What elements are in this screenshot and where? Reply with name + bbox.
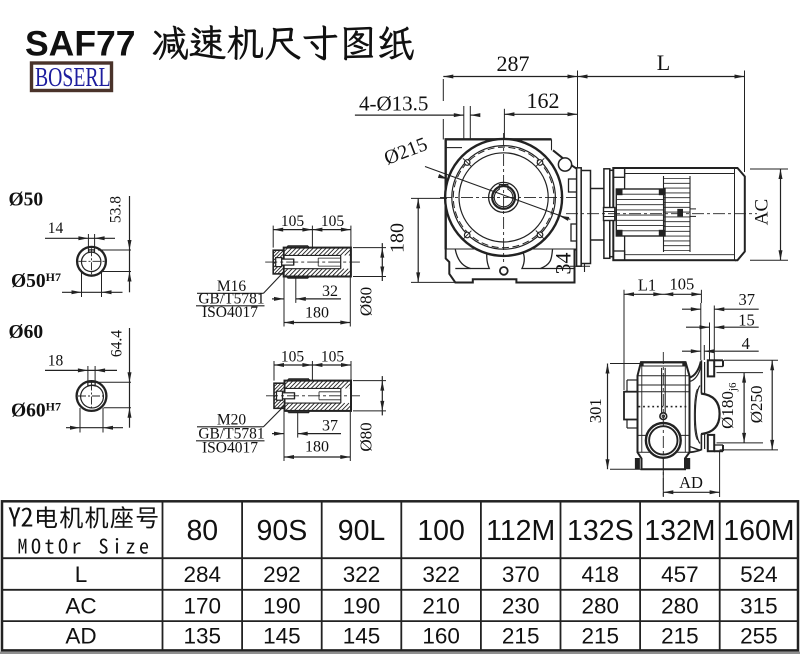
svg-text:292: 292 [263, 562, 301, 587]
svg-text:37: 37 [739, 290, 756, 309]
svg-text:34: 34 [551, 253, 576, 275]
svg-text:105: 105 [281, 213, 305, 230]
svg-text:GB/T5781: GB/T5781 [198, 291, 264, 308]
svg-text:132M: 132M [644, 515, 715, 547]
svg-text:132S: 132S [567, 515, 634, 547]
svg-text:322: 322 [422, 562, 460, 587]
svg-text:64.4: 64.4 [109, 330, 126, 357]
svg-text:L: L [75, 562, 88, 587]
svg-text:135: 135 [184, 624, 222, 649]
svg-text:322: 322 [343, 562, 381, 587]
svg-text:Ø80: Ø80 [357, 287, 376, 316]
svg-text:215: 215 [502, 624, 540, 649]
svg-text:SAF77: SAF77 [25, 24, 136, 64]
svg-text:AC: AC [65, 593, 96, 618]
svg-text:L: L [657, 50, 670, 75]
svg-text:M20: M20 [217, 412, 247, 429]
svg-text:37: 37 [322, 418, 338, 435]
svg-text:315: 315 [740, 593, 778, 618]
svg-text:90S: 90S [257, 515, 308, 547]
svg-text:160M: 160M [723, 515, 794, 547]
svg-text:M16: M16 [217, 278, 247, 295]
svg-text:90L: 90L [338, 515, 386, 547]
svg-text:180: 180 [305, 305, 329, 322]
svg-text:80: 80 [186, 515, 218, 547]
svg-text:190: 190 [263, 593, 301, 618]
svg-text:15: 15 [738, 310, 755, 329]
svg-text:53.8: 53.8 [108, 196, 125, 223]
svg-text:Ø180j6: Ø180j6 [718, 382, 739, 429]
svg-text:ISO4017: ISO4017 [202, 304, 258, 321]
svg-text:105: 105 [281, 349, 305, 366]
svg-text:145: 145 [343, 624, 381, 649]
svg-text:170: 170 [184, 593, 222, 618]
svg-text:AD: AD [679, 473, 703, 492]
svg-text:370: 370 [502, 562, 540, 587]
svg-text:180: 180 [305, 439, 329, 456]
svg-text:284: 284 [184, 562, 222, 587]
svg-text:18: 18 [48, 353, 64, 370]
svg-text:Ø250: Ø250 [747, 386, 766, 424]
svg-text:215: 215 [582, 624, 620, 649]
svg-text:105: 105 [321, 349, 345, 366]
svg-text:100: 100 [417, 515, 465, 547]
svg-text:255: 255 [740, 624, 778, 649]
svg-text:215: 215 [661, 624, 699, 649]
svg-text:145: 145 [263, 624, 301, 649]
svg-text:112M: 112M [486, 515, 555, 547]
svg-text:GB/T5781: GB/T5781 [198, 426, 264, 443]
svg-text:190: 190 [343, 593, 381, 618]
svg-text:210: 210 [422, 593, 460, 618]
svg-text:4: 4 [742, 334, 750, 353]
svg-text:32: 32 [322, 283, 338, 300]
svg-text:162: 162 [527, 88, 560, 113]
svg-text:287: 287 [497, 51, 530, 76]
svg-text:Ø80: Ø80 [357, 422, 376, 451]
svg-text:280: 280 [661, 593, 699, 618]
svg-text:160: 160 [422, 624, 460, 649]
svg-text:AD: AD [65, 624, 96, 649]
svg-text:524: 524 [740, 562, 778, 587]
svg-text:280: 280 [582, 593, 620, 618]
svg-text:180: 180 [387, 223, 409, 253]
svg-text:BOSERL: BOSERL [35, 63, 111, 93]
svg-text:AC: AC [752, 199, 773, 225]
svg-text:Ø60: Ø60 [9, 322, 44, 343]
svg-text:14: 14 [48, 220, 64, 237]
svg-text:301: 301 [586, 398, 605, 423]
svg-text:4-Ø13.5: 4-Ø13.5 [359, 92, 428, 116]
svg-text:L1: L1 [638, 276, 656, 295]
svg-text:105: 105 [670, 274, 695, 293]
svg-text:230: 230 [502, 593, 540, 618]
svg-text:105: 105 [321, 213, 345, 230]
svg-text:ISO4017: ISO4017 [202, 440, 258, 457]
svg-text:418: 418 [582, 562, 620, 587]
svg-text:457: 457 [661, 562, 699, 587]
svg-text:Ø50: Ø50 [9, 190, 44, 211]
